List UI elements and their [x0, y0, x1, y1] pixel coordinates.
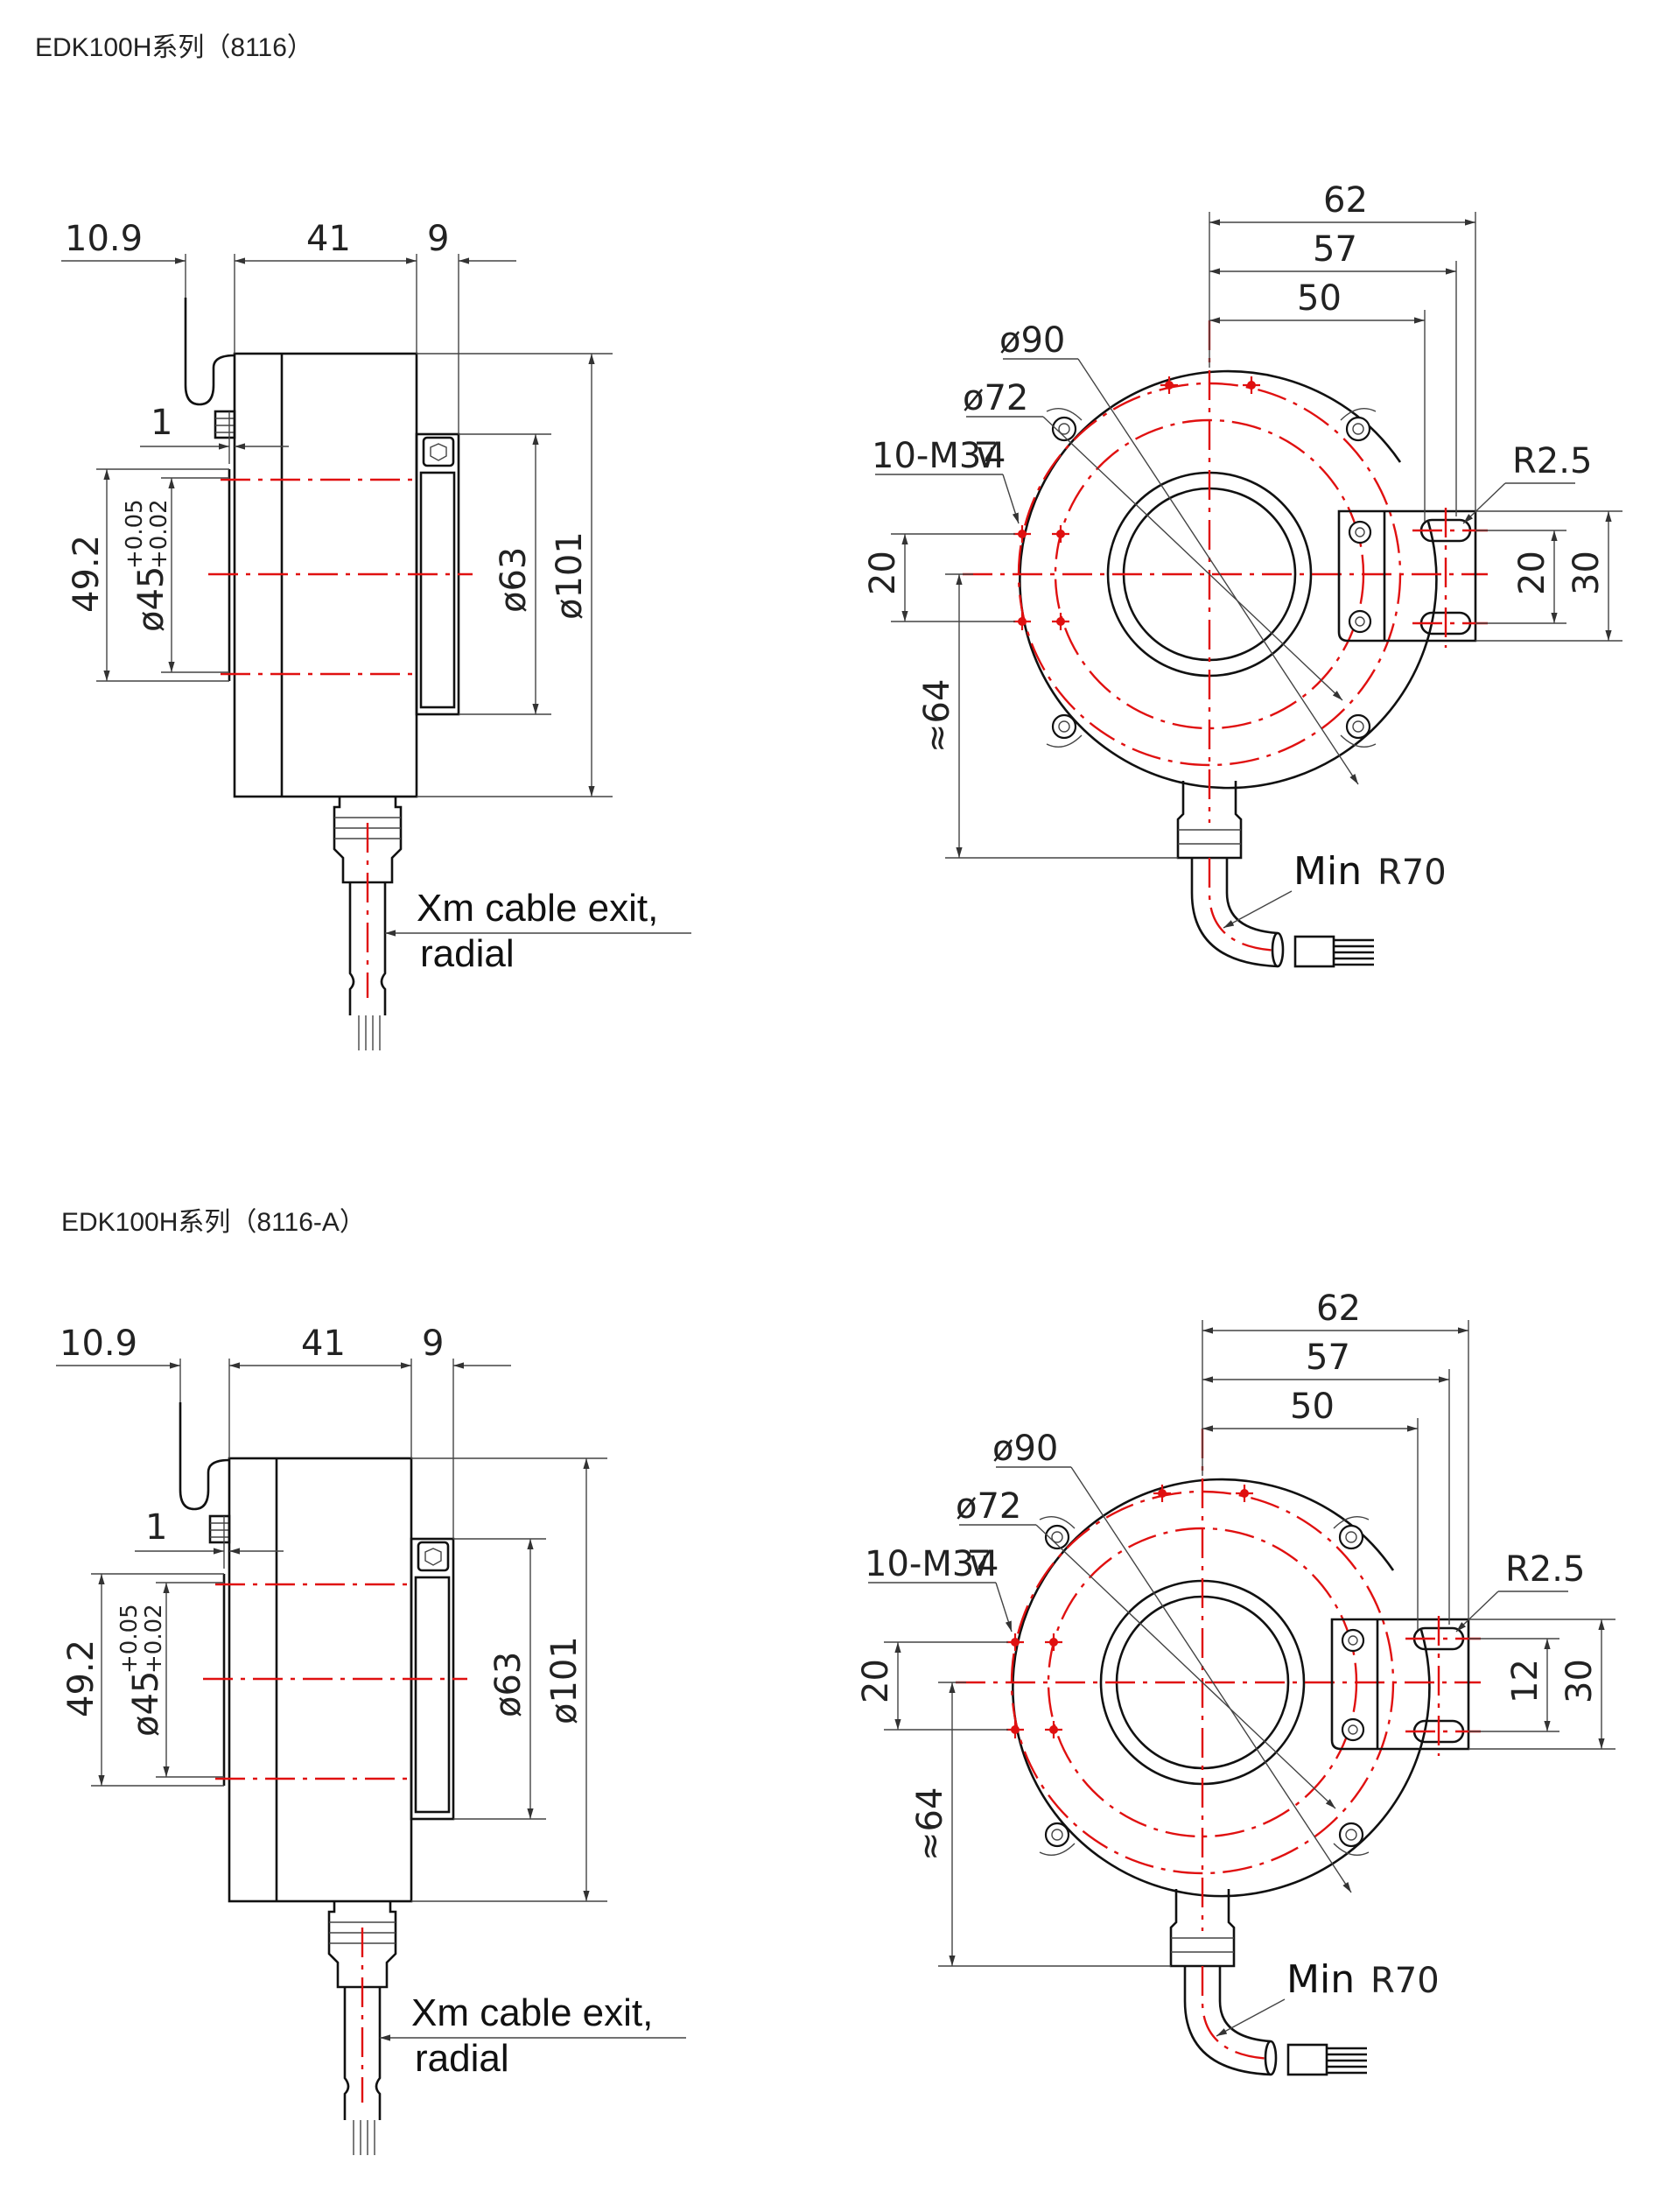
dim-bracket-width: 9 [427, 219, 449, 259]
dim-62: 62 [1316, 1289, 1361, 1329]
dim-left-spacing: 20 [856, 1659, 896, 1703]
dim-bore-diameter: ø45 [126, 1671, 166, 1737]
side-view-geometry [56, 1359, 686, 2155]
dim-pcd-inner: ø72 [956, 1486, 1021, 1527]
drawing-8116-a: EDK100H系列（8116-A） 10.9 41 9 1 49.2 ø45 +… [56, 1208, 1615, 2155]
dim-inner-diameter: ø63 [494, 547, 534, 613]
dim-left-spacing: 20 [863, 551, 903, 595]
thread-depth-symbol: ⊽ [966, 1544, 992, 1584]
dim-bracket-width: 9 [422, 1324, 444, 1364]
drawing-title: EDK100H系列（8116-A） [61, 1208, 366, 1237]
dim-slot-radius: R2.5 [1512, 441, 1592, 481]
side-view-geometry [61, 254, 691, 1050]
dim-bore-tol-upper: +0.05 [122, 499, 148, 569]
dim-cable-offset: ≈64 [917, 679, 957, 753]
drawing-title: EDK100H系列（8116） [35, 33, 313, 62]
dim-62: 62 [1323, 180, 1368, 221]
bend-note-prefix: Min [1286, 1957, 1355, 2002]
dim-57: 57 [1306, 1338, 1350, 1378]
dim-bracket-height: 30 [1566, 551, 1607, 595]
cable-note-line2: radial [420, 932, 515, 975]
dim-57: 57 [1313, 229, 1357, 270]
cable-note-line2: radial [415, 2037, 509, 2080]
dim-cable-offset: ≈64 [910, 1787, 950, 1861]
dim-body-length: 41 [306, 219, 351, 259]
dim-body-length: 41 [301, 1324, 346, 1364]
dim-50: 50 [1297, 278, 1342, 319]
dim-threads: 10-M3 [872, 436, 981, 476]
dim-inner-diameter: ø63 [488, 1652, 529, 1717]
side-view: 10.9 41 9 1 49.2 ø45 +0.05 +0.02 ø63 ø10… [61, 219, 691, 1050]
dim-flange-offset: 10.9 [65, 219, 143, 259]
front-view: 62 57 50 ø90 ø72 10-M3 ⊽ 4 R2.5 20 20 30… [863, 180, 1622, 966]
dim-step: 1 [145, 1507, 167, 1548]
front-view-geometry [868, 1320, 1615, 2075]
dim-bore-tol-lower: +0.02 [146, 499, 172, 569]
bend-note-value: R70 [1370, 1961, 1440, 2001]
front-view: 62 57 50 ø90 ø72 10-M3 ⊽ 4 R2.5 20 12 30… [856, 1289, 1615, 2075]
dim-thread-depth: 4 [984, 436, 1006, 476]
dim-step: 1 [151, 403, 172, 443]
thread-depth-symbol: ⊽ [973, 436, 999, 476]
dim-threads: 10-M3 [865, 1544, 974, 1584]
dim-slot-spacing: 20 [1512, 551, 1552, 595]
dim-bracket-height: 30 [1559, 1659, 1600, 1703]
front-view-geometry [875, 212, 1622, 966]
drawing-8116: EDK100H系列（8116） 10.9 41 9 1 49.2 ø45 +0.… [35, 33, 1622, 1050]
dim-flange-offset: 10.9 [60, 1324, 137, 1364]
dim-outer-diameter: ø101 [544, 1636, 585, 1724]
dim-thread-depth: 4 [977, 1544, 999, 1584]
side-view: 10.9 41 9 1 49.2 ø45 +0.05 +0.02 ø63 ø10… [56, 1324, 686, 2155]
dim-slot-radius: R2.5 [1505, 1549, 1585, 1590]
dim-bore-tol-lower: +0.02 [141, 1604, 167, 1674]
dim-bore-depth: 49.2 [67, 535, 107, 613]
dim-bore-depth: 49.2 [61, 1640, 102, 1717]
dim-slot-spacing: 12 [1505, 1659, 1545, 1703]
dim-outer-diameter: ø101 [550, 531, 590, 620]
bend-note-value: R70 [1377, 853, 1447, 893]
dim-pcd-inner: ø72 [963, 378, 1028, 418]
cable-note-line1: Xm cable exit, [417, 887, 658, 930]
dim-bore-tol-upper: +0.05 [116, 1604, 143, 1674]
bend-note-prefix: Min [1293, 849, 1362, 894]
dim-50: 50 [1290, 1387, 1335, 1427]
dim-bore-diameter: ø45 [131, 566, 172, 632]
dim-pcd-outer: ø90 [999, 320, 1065, 361]
dim-pcd-outer: ø90 [992, 1429, 1058, 1469]
cable-note-line1: Xm cable exit, [411, 1991, 653, 2034]
